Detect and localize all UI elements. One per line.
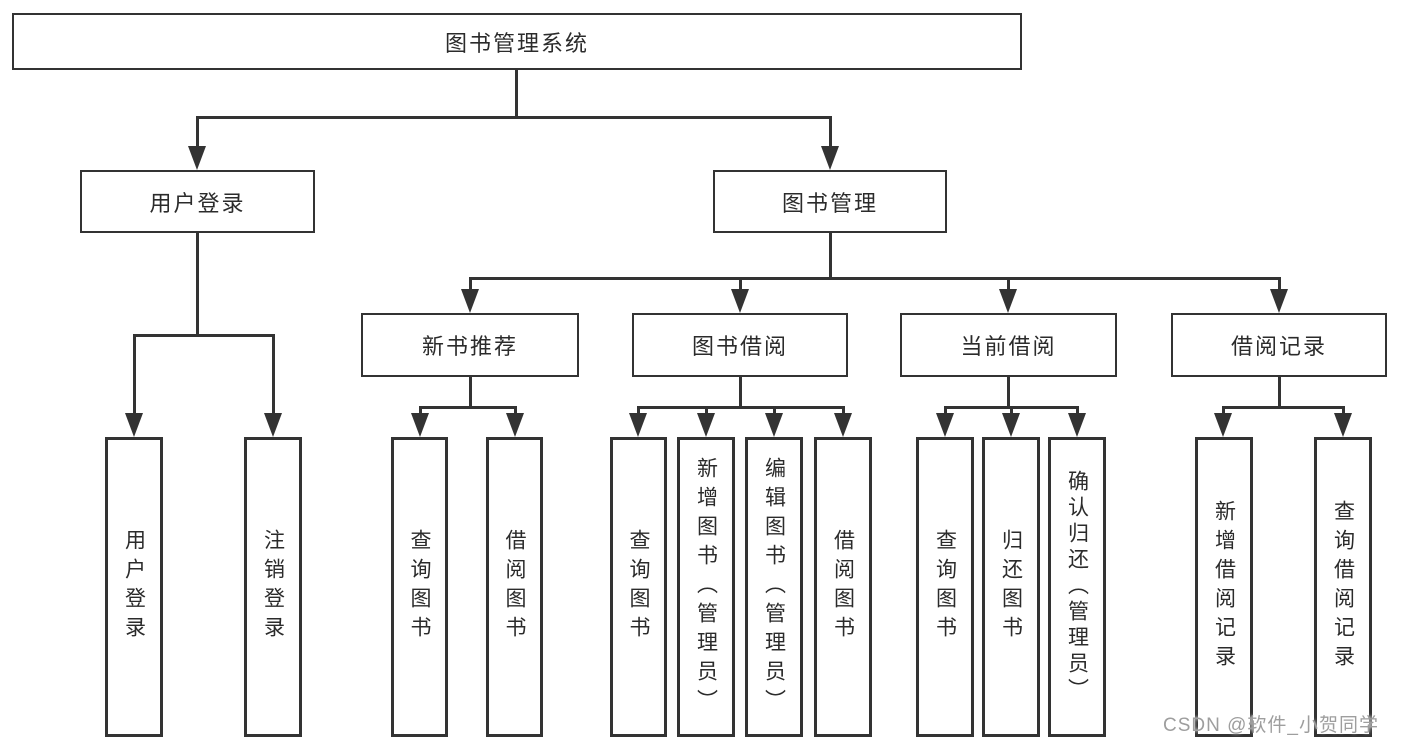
node-new-book-recommend: 新书推荐 <box>361 313 579 377</box>
node-label: 图书管理 <box>781 190 878 216</box>
node-borrowing-records: 借阅记录 <box>1171 313 1387 377</box>
connector-line-v <box>272 334 275 416</box>
leaf-query-books-current: 查询图书 <box>916 437 974 737</box>
connector-line-v <box>469 277 472 291</box>
node-book-borrowing: 图书借阅 <box>632 313 848 377</box>
connector-line-v <box>705 406 708 416</box>
arrow-down-icon <box>765 413 783 437</box>
connector-line-v <box>773 406 776 416</box>
arrow-down-icon <box>1214 413 1232 437</box>
node-current-borrowing: 当前借阅 <box>900 313 1117 377</box>
connector-line-v <box>133 334 136 416</box>
leaf-label: 注销登录 <box>261 529 285 645</box>
leaf-label: 查询图书 <box>408 529 431 645</box>
arrow-down-icon <box>411 413 429 437</box>
arrow-down-icon <box>629 413 647 437</box>
leaf-confirm-return-admin: 确认归还（管理员） <box>1048 437 1106 737</box>
connector-line-v <box>842 406 845 416</box>
node-user-login: 用户登录 <box>80 170 315 233</box>
leaf-label: 编辑图书（管理员） <box>762 456 786 718</box>
arrow-down-icon <box>506 413 524 437</box>
leaf-label: 确认归还（管理员） <box>1065 470 1089 704</box>
connector-line-v <box>1278 277 1281 291</box>
leaf-label: 借阅图书 <box>831 529 855 645</box>
connector-line-v <box>637 406 640 416</box>
leaf-query-books-borrowing: 查询图书 <box>610 437 667 737</box>
arrow-down-icon <box>1270 289 1288 313</box>
leaf-label: 借阅图书 <box>503 529 526 645</box>
leaf-label: 查询图书 <box>627 529 650 645</box>
connector-line-h <box>1222 406 1344 409</box>
connector-line-v <box>515 70 518 118</box>
node-label: 图书借阅 <box>691 334 788 359</box>
arrow-down-icon <box>834 413 852 437</box>
connector-line-h <box>133 334 275 337</box>
node-label: 新书推荐 <box>421 334 518 359</box>
arrow-down-icon <box>936 413 954 437</box>
node-library-management-system: 图书管理系统 <box>12 13 1022 70</box>
node-label: 用户登录 <box>149 190 246 216</box>
leaf-user-login: 用户登录 <box>105 437 163 737</box>
leaf-add-borrow-record: 新增借阅记录 <box>1195 437 1253 737</box>
leaf-edit-book-admin: 编辑图书（管理员） <box>745 437 803 737</box>
leaf-label: 新增借阅记录 <box>1212 500 1236 674</box>
arrow-down-icon <box>188 146 206 170</box>
arrow-down-icon <box>1334 413 1352 437</box>
arrow-down-icon <box>697 413 715 437</box>
leaf-logout: 注销登录 <box>244 437 302 737</box>
leaf-label: 查询图书 <box>933 529 957 645</box>
arrow-down-icon <box>461 289 479 313</box>
arrow-down-icon <box>1068 413 1086 437</box>
arrow-down-icon <box>125 413 143 437</box>
arrow-down-icon <box>821 146 839 170</box>
connector-line-v <box>469 377 472 409</box>
connector-line-h <box>196 116 832 119</box>
leaf-label: 查询借阅记录 <box>1331 500 1355 674</box>
connector-line-v <box>419 406 422 416</box>
leaf-label: 用户登录 <box>122 529 146 645</box>
node-label: 当前借阅 <box>960 334 1057 359</box>
connector-line-v <box>829 233 832 279</box>
connector-line-v <box>1342 406 1345 416</box>
connector-line-h <box>638 406 844 409</box>
leaf-label: 归还图书 <box>999 529 1023 645</box>
connector-line-v <box>829 116 832 148</box>
connector-line-h <box>419 406 516 409</box>
connector-line-v <box>196 116 199 148</box>
connector-line-v <box>944 406 947 416</box>
node-label: 图书管理系统 <box>444 30 589 56</box>
csdn-watermark: CSDN @软件_小贺同学 <box>1163 715 1379 736</box>
arrow-down-icon <box>1002 413 1020 437</box>
connector-line-v <box>739 377 742 409</box>
connector-line-v <box>1076 406 1079 416</box>
node-book-management: 图书管理 <box>713 170 947 233</box>
connector-line-v <box>514 406 517 416</box>
arrow-down-icon <box>999 289 1017 313</box>
leaf-label: 新增图书（管理员） <box>694 456 718 718</box>
connector-line-v <box>1222 406 1225 416</box>
connector-line-v <box>1007 277 1010 291</box>
leaf-borrow-books-recommend: 借阅图书 <box>486 437 543 737</box>
connector-line-h <box>469 277 1281 280</box>
connector-line-v <box>739 277 742 291</box>
connector-line-v <box>1278 377 1281 409</box>
leaf-query-borrow-record: 查询借阅记录 <box>1314 437 1372 737</box>
leaf-add-book-admin: 新增图书（管理员） <box>677 437 735 737</box>
leaf-query-books-recommend: 查询图书 <box>391 437 448 737</box>
leaf-borrow-books-borrowing: 借阅图书 <box>814 437 872 737</box>
connector-line-v <box>196 233 199 336</box>
leaf-return-books: 归还图书 <box>982 437 1040 737</box>
arrow-down-icon <box>731 289 749 313</box>
node-label: 借阅记录 <box>1230 334 1327 359</box>
connector-line-v <box>1010 406 1013 416</box>
connector-line-v <box>1007 377 1010 409</box>
arrow-down-icon <box>264 413 282 437</box>
